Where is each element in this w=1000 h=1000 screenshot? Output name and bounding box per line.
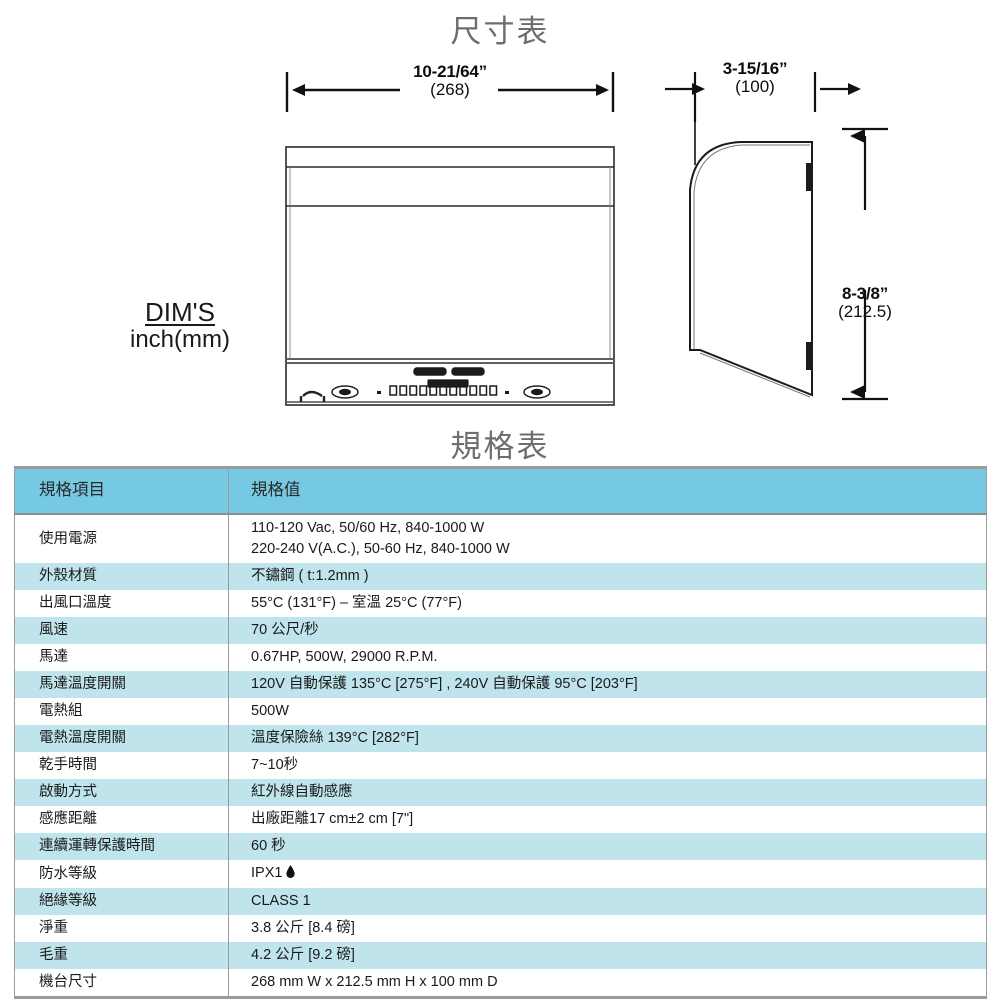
spec-item-cell: 電熱溫度開關 — [14, 725, 229, 753]
spec-value-cell: 3.8 公斤 [8.4 磅] — [228, 915, 987, 943]
spec-item-cell: 絕緣等級 — [14, 888, 229, 916]
spec-value-cell: 出廠距離17 cm±2 cm [7"] — [228, 806, 987, 834]
spec-value-line: 220-240 V(A.C.), 50-60 Hz, 840-1000 W — [251, 541, 510, 558]
spec-value-cell: 55°C (131°F) – 室溫 25°C (77°F) — [228, 590, 987, 618]
water-drop-icon — [286, 864, 296, 885]
spec-value-line: 7~10秒 — [251, 757, 299, 774]
height-imperial-value: 8-3/8” — [841, 284, 889, 303]
spec-item-cell: 連續運轉保護時間 — [14, 833, 229, 861]
spec-value-cell: 不鏽鋼 ( t:1.2mm ) — [228, 563, 987, 591]
spec-value-line: 4.2 公斤 [9.2 磅] — [251, 947, 355, 964]
spec-item-cell: 馬達溫度開關 — [14, 671, 229, 699]
table-row: 絕緣等級 CLASS 1 — [14, 888, 987, 916]
table-body: 使用電源 110-120 Vac, 50/60 Hz, 840-1000 W 220… — [14, 514, 987, 1000]
spec-item-cell: 使用電源 — [14, 514, 229, 564]
spec-item-cell: 防水等級 — [14, 860, 229, 889]
spec-value-cell: 60 秒 — [228, 833, 987, 861]
column-header-value: 規格值 — [228, 466, 987, 515]
spec-value-line: 60 秒 — [251, 838, 286, 855]
sensor-window-group — [413, 367, 485, 388]
spec-item-cell: 機台尺寸 — [14, 969, 229, 1000]
width-dimension-arrow — [285, 72, 615, 112]
table-row: 毛重 4.2 公斤 [9.2 磅] — [14, 942, 987, 970]
spec-value-cell: IPX1 — [228, 860, 987, 889]
table-row: 淨重 3.8 公斤 [8.4 磅] — [14, 915, 987, 943]
bottom-hardware-group — [299, 385, 551, 402]
height-metric-value: (212.5) — [838, 301, 892, 321]
depth-imperial-value: 3-15/16” — [722, 59, 788, 78]
depth-metric-value: (100) — [735, 76, 775, 96]
spec-value-cell: 500W — [228, 698, 987, 726]
height-dimension-label: 8-3/8” (212.5) — [805, 285, 925, 321]
spec-item-cell: 啟動方式 — [14, 779, 229, 807]
table-row: 風速 70 公尺/秒 — [14, 617, 987, 645]
spec-item-cell: 電熱組 — [14, 698, 229, 726]
spec-value-cell: 120V 自動保護 135°C [275°F] , 240V 自動保護 95°C… — [228, 671, 987, 699]
dims-legend-title: DIM'S — [145, 297, 215, 327]
table-row: 使用電源 110-120 Vac, 50/60 Hz, 840-1000 W 220… — [14, 514, 987, 564]
spec-value-cell: 110-120 Vac, 50/60 Hz, 840-1000 W 220-240… — [228, 514, 987, 564]
spec-value-line: 120V 自動保護 135°C [275°F] , 240V 自動保護 95°C… — [251, 676, 638, 693]
side-view-drawing — [689, 72, 813, 398]
table-row: 電熱溫度開關 溫度保險絲 139°C [282°F] — [14, 725, 987, 753]
table-row: 外殼材質 不鏽鋼 ( t:1.2mm ) — [14, 563, 987, 591]
spec-value-cell: 4.2 公斤 [9.2 磅] — [228, 942, 987, 970]
spec-item-cell: 風速 — [14, 617, 229, 645]
table-row: 馬達溫度開關 120V 自動保護 135°C [275°F] , 240V 自動保… — [14, 671, 987, 699]
spec-value-line: 溫度保險絲 139°C [282°F] — [251, 730, 419, 747]
spec-item-cell: 感應距離 — [14, 806, 229, 834]
spec-item-cell: 馬達 — [14, 644, 229, 672]
spec-value-line: 268 mm W x 212.5 mm H x 100 mm D — [251, 974, 498, 991]
height-dimension-arrow — [842, 127, 888, 401]
spec-value-cell: 70 公尺/秒 — [228, 617, 987, 645]
width-imperial-value: 10-21/64” — [413, 62, 487, 81]
spec-value-line: 70 公尺/秒 — [251, 622, 319, 639]
table-row: 乾手時間 7~10秒 — [14, 752, 987, 780]
table-row: 馬達 0.67HP, 500W, 29000 R.P.M. — [14, 644, 987, 672]
spec-value-line: 55°C (131°F) – 室溫 25°C (77°F) — [251, 595, 462, 612]
spec-value-line: 紅外線自動感應 — [251, 784, 353, 801]
table-row: 感應距離 出廠距離17 cm±2 cm [7"] — [14, 806, 987, 834]
spec-value-line: 0.67HP, 500W, 29000 R.P.M. — [251, 649, 438, 666]
table-header-row: 規格項目 規格值 — [14, 466, 987, 515]
width-metric-value: (268) — [430, 79, 470, 99]
table-row: 機台尺寸 268 mm W x 212.5 mm H x 100 mm D — [14, 969, 987, 1000]
technical-drawing: 10-21/64” (268) 3-15/16” (100) 8-3/8” (2… — [0, 50, 1000, 420]
dimension-section-title: 尺寸表 — [450, 14, 550, 49]
spec-item-cell: 毛重 — [14, 942, 229, 970]
spec-value-line: 110-120 Vac, 50/60 Hz, 840-1000 W — [251, 520, 485, 536]
spec-value-line: IPX1 — [251, 865, 283, 882]
table-row: 啟動方式 紅外線自動感應 — [14, 779, 987, 807]
front-view-drawing — [285, 146, 615, 406]
width-dimension-label: 10-21/64” (268) — [355, 63, 545, 99]
table-row: 連續運轉保護時間 60 秒 — [14, 833, 987, 861]
spec-item-cell: 乾手時間 — [14, 752, 229, 780]
spec-value-cell: 溫度保險絲 139°C [282°F] — [228, 725, 987, 753]
table-row: 電熱組 500W — [14, 698, 987, 726]
spec-value-cell: 7~10秒 — [228, 752, 987, 780]
spec-value-cell: 紅外線自動感應 — [228, 779, 987, 807]
spec-value-cell: 0.67HP, 500W, 29000 R.P.M. — [228, 644, 987, 672]
dimension-drawing-svg — [285, 72, 888, 406]
spec-value-line: 不鏽鋼 ( t:1.2mm ) — [251, 568, 369, 585]
column-header-item: 規格項目 — [14, 466, 229, 515]
spec-section-title: 規格表 — [450, 429, 550, 464]
spec-value-cell: CLASS 1 — [228, 888, 987, 916]
spec-value-line: CLASS 1 — [251, 893, 311, 910]
dimensions-legend: DIM'S inch(mm) — [90, 297, 270, 354]
table-row: 出風口溫度 55°C (131°F) – 室溫 25°C (77°F) — [14, 590, 987, 618]
spec-value-cell: 268 mm W x 212.5 mm H x 100 mm D — [228, 969, 987, 1000]
spec-item-cell: 淨重 — [14, 915, 229, 943]
spec-item-cell: 外殼材質 — [14, 563, 229, 591]
spec-value-line: 500W — [251, 703, 289, 720]
depth-dimension-label: 3-15/16” (100) — [690, 60, 820, 96]
spec-item-cell: 出風口溫度 — [14, 590, 229, 618]
spec-value-line: 3.8 公斤 [8.4 磅] — [251, 920, 355, 937]
table-row: 防水等級 IPX1 — [14, 860, 987, 889]
spec-value-line: 出廠距離17 cm±2 cm [7"] — [251, 811, 414, 828]
dims-legend-units: inch(mm) — [130, 326, 230, 354]
